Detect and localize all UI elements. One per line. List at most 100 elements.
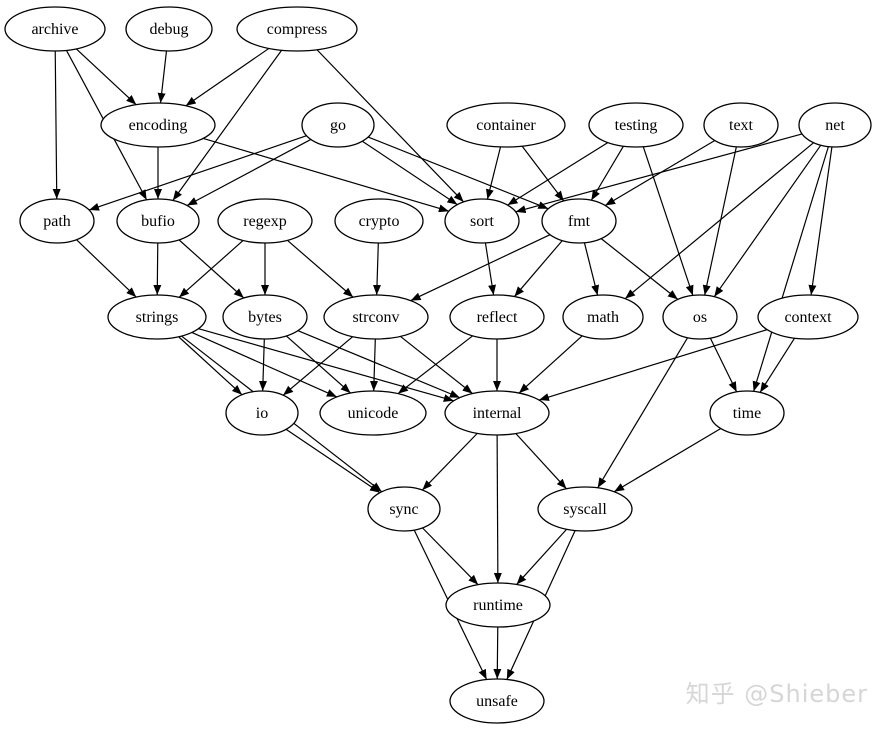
node-math: math bbox=[562, 294, 644, 340]
node-label: compress bbox=[267, 21, 327, 38]
edge-crypto-to-strconv bbox=[373, 242, 381, 296]
edge-net-to-context bbox=[808, 146, 833, 296]
edge-io-to-sync bbox=[285, 428, 381, 494]
node-ellipse bbox=[449, 294, 545, 340]
node-regexp: regexp bbox=[217, 198, 313, 244]
node-io: io bbox=[225, 390, 299, 436]
edge-text-to-os bbox=[702, 146, 737, 296]
node-os: os bbox=[662, 294, 738, 340]
node-label: sync bbox=[389, 501, 418, 518]
edge-strconv-to-io bbox=[282, 336, 354, 396]
node-label: testing bbox=[615, 117, 658, 134]
node-internal: internal bbox=[444, 390, 550, 436]
node-ellipse bbox=[367, 486, 441, 532]
node-label: container bbox=[476, 117, 536, 134]
node-label: encoding bbox=[129, 117, 188, 134]
node-ellipse bbox=[444, 198, 520, 244]
node-sort: sort bbox=[444, 198, 520, 244]
node-label: bytes bbox=[248, 309, 282, 326]
node-ellipse bbox=[107, 294, 207, 340]
edge-container-to-fmt bbox=[521, 145, 565, 202]
node-ellipse bbox=[798, 102, 872, 148]
node-testing: testing bbox=[588, 102, 684, 148]
node-unicode: unicode bbox=[319, 390, 427, 436]
node-label: go bbox=[330, 117, 346, 134]
edge-fmt-to-math bbox=[583, 242, 600, 296]
node-ellipse bbox=[217, 198, 313, 244]
node-ellipse bbox=[562, 294, 644, 340]
node-path: path bbox=[19, 198, 95, 244]
node-ellipse bbox=[541, 198, 617, 244]
edge-bytes-to-io bbox=[259, 338, 267, 392]
node-ellipse bbox=[222, 294, 308, 340]
edge-internal-to-runtime bbox=[493, 434, 502, 584]
edge-regexp-to-strconv bbox=[286, 239, 354, 298]
node-ellipse bbox=[116, 198, 200, 244]
edge-os-to-time bbox=[709, 337, 738, 393]
edge-go-to-fmt bbox=[367, 136, 549, 210]
node-ellipse bbox=[757, 294, 859, 340]
edge-net-to-os bbox=[713, 144, 822, 298]
edge-regexp-to-strings bbox=[178, 240, 244, 298]
node-ellipse bbox=[301, 102, 375, 148]
edge-net-to-time bbox=[752, 146, 829, 392]
edge-strings-to-io bbox=[178, 336, 243, 396]
edge-go-to-bufio bbox=[186, 138, 312, 207]
node-ellipse bbox=[444, 390, 550, 436]
node-ellipse bbox=[225, 390, 299, 436]
node-ellipse bbox=[334, 198, 424, 244]
node-ellipse bbox=[100, 102, 216, 148]
edge-bufio-to-strings bbox=[153, 242, 162, 296]
node-syscall: syscall bbox=[537, 486, 633, 532]
node-bufio: bufio bbox=[116, 198, 200, 244]
edge-net-to-math bbox=[624, 142, 814, 300]
edge-debug-to-encoding bbox=[157, 50, 168, 104]
edge-strconv-to-internal bbox=[400, 335, 473, 395]
node-ellipse bbox=[125, 6, 213, 52]
edge-compress-to-encoding bbox=[185, 47, 270, 107]
node-bytes: bytes bbox=[222, 294, 308, 340]
node-label: bufio bbox=[141, 213, 175, 230]
edge-testing-to-os bbox=[642, 146, 694, 296]
node-net: net bbox=[798, 102, 872, 148]
edge-strings-to-unicode bbox=[191, 331, 338, 398]
edge-fmt-to-reflect bbox=[513, 240, 563, 297]
node-ellipse bbox=[703, 102, 779, 148]
edge-sync-to-runtime bbox=[422, 527, 479, 586]
edge-os-to-syscall bbox=[597, 337, 689, 489]
node-ellipse bbox=[19, 198, 95, 244]
node-ellipse bbox=[236, 6, 358, 52]
node-ellipse bbox=[323, 294, 429, 340]
node-go: go bbox=[301, 102, 375, 148]
node-ellipse bbox=[449, 678, 545, 724]
edge-encoding-to-sort bbox=[203, 137, 450, 213]
edge-compress-to-sort bbox=[316, 49, 465, 203]
node-archive: archive bbox=[4, 6, 106, 52]
node-context: context bbox=[757, 294, 859, 340]
edge-archive-to-path bbox=[52, 50, 61, 200]
edge-sort-to-reflect bbox=[484, 242, 496, 296]
edge-fmt-to-strconv bbox=[410, 234, 551, 302]
node-label: unicode bbox=[348, 405, 399, 422]
node-label: unsafe bbox=[476, 693, 518, 710]
edge-net-to-sort bbox=[515, 133, 803, 214]
node-ellipse bbox=[588, 102, 684, 148]
node-label: time bbox=[733, 405, 761, 422]
node-fmt: fmt bbox=[541, 198, 617, 244]
node-container: container bbox=[446, 102, 566, 148]
node-label: sort bbox=[470, 213, 495, 230]
edge-context-to-internal bbox=[538, 329, 768, 401]
node-ellipse bbox=[445, 582, 551, 628]
edge-internal-to-syscall bbox=[515, 433, 567, 490]
node-label: internal bbox=[473, 405, 522, 422]
node-debug: debug bbox=[125, 6, 213, 52]
edge-go-to-sort bbox=[361, 140, 458, 206]
node-ellipse bbox=[537, 486, 633, 532]
edge-internal-to-sync bbox=[421, 432, 478, 491]
node-label: path bbox=[43, 213, 71, 230]
edge-strings-to-internal bbox=[198, 328, 454, 402]
node-label: reflect bbox=[477, 309, 518, 326]
node-label: context bbox=[784, 309, 832, 326]
node-label: regexp bbox=[243, 213, 287, 230]
